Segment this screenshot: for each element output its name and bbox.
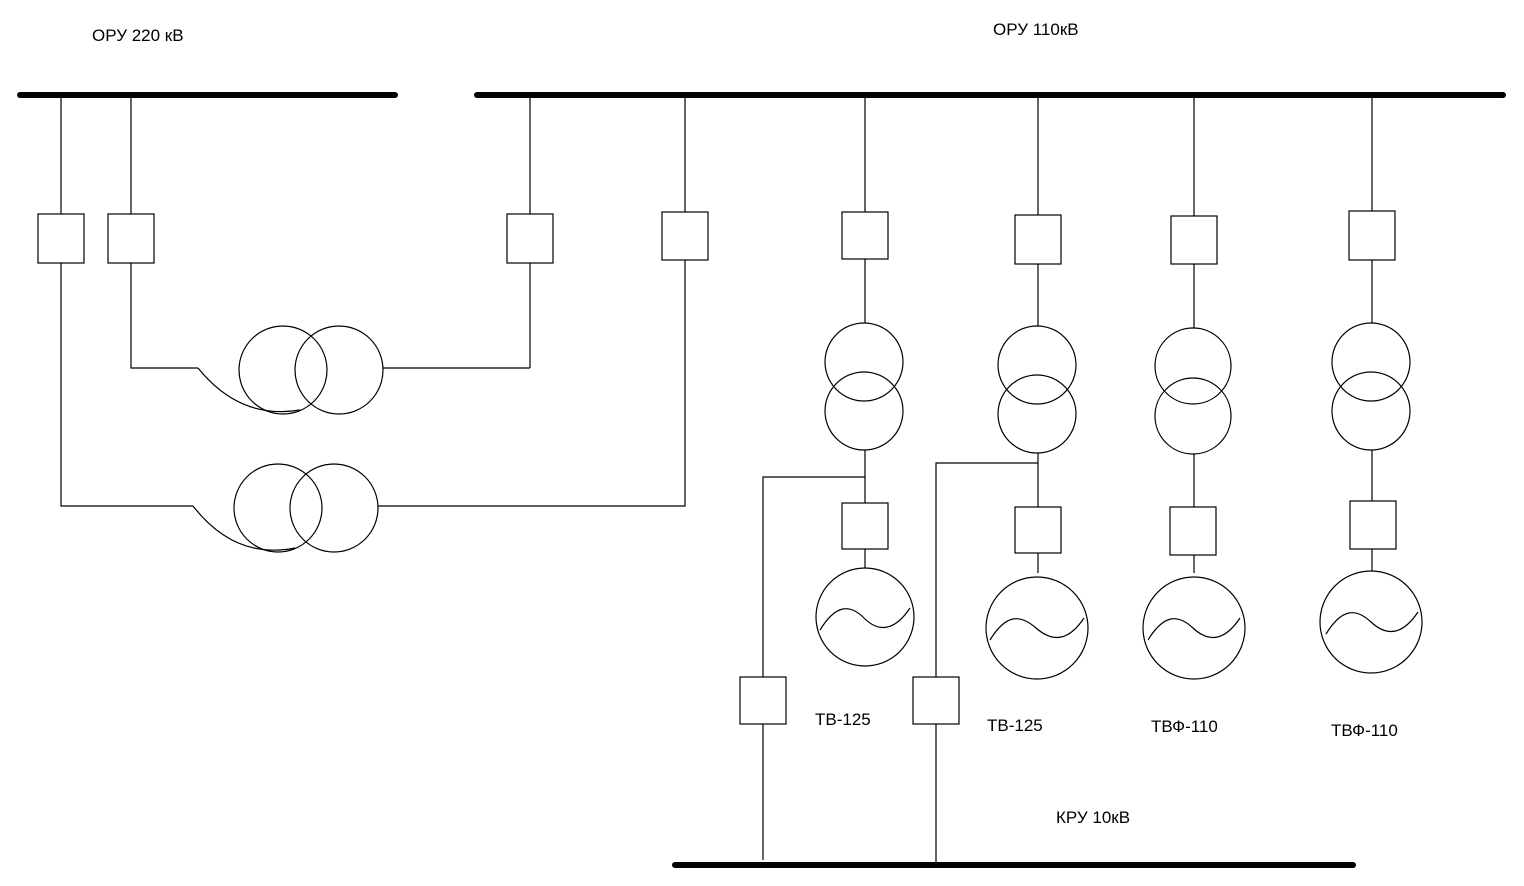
sine-wave-icon [1325, 611, 1419, 635]
generator-label-3: ТВФ-110 [1151, 717, 1218, 736]
feeder-line [935, 462, 1038, 677]
feeder-line [378, 260, 686, 507]
breaker-gen-g2 [1014, 506, 1062, 554]
breaker-gen-g3 [1169, 506, 1217, 556]
transformer-winding-lv [824, 371, 904, 451]
generator-block-3 [1142, 95, 1246, 680]
generator-block-4 [1319, 95, 1423, 674]
breaker-gen-g1 [841, 502, 889, 550]
feeder-line [197, 367, 301, 413]
breaker-110-at1 [506, 213, 554, 264]
breaker-110-g1 [841, 211, 889, 260]
transformer-winding-hv [824, 322, 904, 402]
transformer-winding-lv [997, 374, 1077, 454]
sine-wave-icon [989, 617, 1085, 641]
generator-icon [1319, 570, 1423, 674]
transformer-winding-110 [289, 463, 379, 553]
generator-icon [985, 576, 1089, 680]
breaker-110-g3 [1170, 215, 1218, 265]
transformer-winding-220 [238, 325, 328, 415]
feeder-line [192, 505, 296, 551]
breaker-220-at1 [107, 213, 155, 264]
sine-wave-icon [1147, 617, 1241, 641]
generator-label-2: ТВ-125 [987, 716, 1043, 735]
feeder-line [130, 263, 198, 369]
generator-label-4: ТВФ-110 [1331, 721, 1398, 740]
autotransformer-1 [107, 95, 554, 415]
transformer-winding-hv [997, 325, 1077, 405]
breaker-220-at2 [37, 213, 85, 264]
breaker-110-g2 [1014, 214, 1062, 265]
breaker-gen-g4 [1349, 500, 1397, 550]
bus-label-oru-220: ОРУ 220 кВ [92, 26, 184, 45]
generator-block-1 [739, 95, 915, 860]
generator-block-2 [912, 95, 1089, 862]
transformer-winding-hv [1331, 322, 1411, 402]
bus-label-oru-110: ОРУ 110кВ [993, 20, 1079, 39]
breaker-110-g4 [1348, 210, 1396, 261]
breaker-10kv-g2 [912, 676, 960, 725]
transformer-winding-lv [1331, 371, 1411, 451]
generator-icon [815, 567, 915, 667]
transformer-winding-110 [294, 325, 384, 415]
transformer-winding-hv [1154, 327, 1232, 405]
transformer-winding-220 [233, 463, 323, 553]
generator-icon [1142, 576, 1246, 680]
generator-label-1: ТВ-125 [815, 710, 871, 729]
transformer-winding-lv [1154, 377, 1232, 455]
autotransformer-2 [37, 95, 709, 553]
feeder-line [762, 476, 865, 677]
sine-wave-icon [819, 607, 911, 631]
feeder-line [60, 263, 193, 507]
breaker-110-at2 [661, 211, 709, 261]
bus-label-kru-10: КРУ 10кВ [1056, 808, 1131, 827]
breaker-10kv-g1 [739, 676, 787, 725]
